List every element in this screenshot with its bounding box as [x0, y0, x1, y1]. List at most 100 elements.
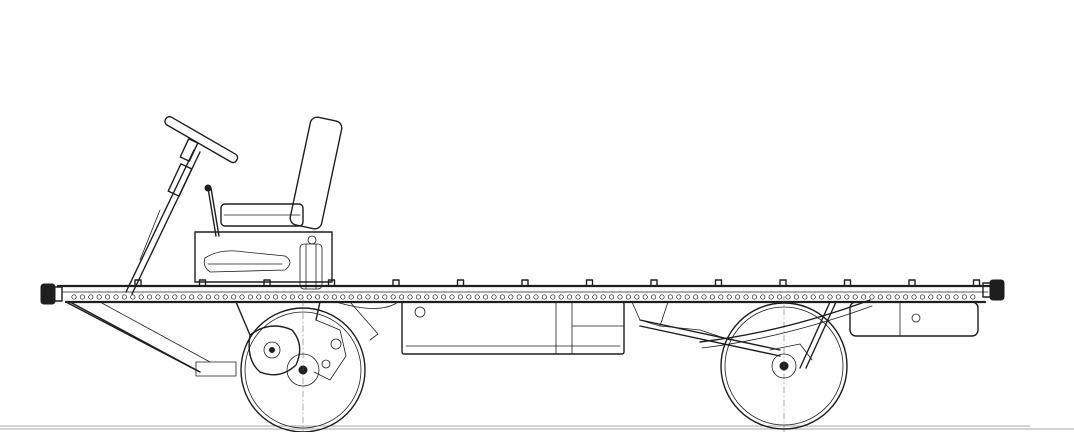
frame-hole [315, 294, 321, 300]
frame-hole [760, 294, 766, 300]
frame-hole [693, 294, 699, 300]
frame-hole [96, 294, 102, 300]
frame-hole [541, 294, 547, 300]
frame-hole [676, 294, 682, 300]
cross-member-bracket [779, 279, 787, 287]
frame-hole [113, 294, 119, 300]
frame-hole [264, 294, 270, 300]
frame-hole [399, 294, 405, 300]
frame-hole [525, 294, 531, 300]
cross-member-bracket [263, 279, 271, 287]
frame-hole [777, 294, 783, 300]
frame-hole [365, 294, 371, 300]
frame-hole [701, 294, 707, 300]
frame-hole [600, 294, 606, 300]
frame-hole [516, 294, 522, 300]
frame-hole [961, 294, 967, 300]
frame-hole [348, 294, 354, 300]
frame-hole [684, 294, 690, 300]
frame-hole [483, 294, 489, 300]
frame-hole [718, 294, 724, 300]
fuel-tank [401, 301, 625, 355]
frame-hole [936, 294, 942, 300]
frame-hole [743, 294, 749, 300]
frame-hole [491, 294, 497, 300]
front-brace [65, 301, 237, 377]
frame-hole [474, 294, 480, 300]
frame-hole [945, 294, 951, 300]
ground-line [0, 425, 1074, 430]
frame-hole [247, 294, 253, 300]
frame-hole [163, 294, 169, 300]
frame-hole [651, 294, 657, 300]
frame-cross-members [134, 279, 981, 287]
rear-tank [849, 301, 979, 337]
frame-hole [138, 294, 144, 300]
frame-hole [575, 294, 581, 300]
frame-hole [323, 294, 329, 300]
frame-hole [911, 294, 917, 300]
frame-hole [625, 294, 631, 300]
steering-wheel [164, 115, 239, 164]
frame-hole [415, 294, 421, 300]
frame-hole [785, 294, 791, 300]
cross-member-bracket [585, 279, 594, 287]
cross-member-bracket [650, 279, 658, 287]
frame-hole [735, 294, 741, 300]
frame-hole [861, 294, 867, 300]
frame-hole [634, 294, 640, 300]
rear-bumper [989, 279, 1005, 301]
frame-hole [155, 294, 161, 300]
frame-hole [205, 294, 211, 300]
front-gearbox [235, 301, 399, 381]
cross-member-bracket [521, 279, 529, 287]
frame-hole [71, 294, 77, 300]
frame-hole [617, 294, 623, 300]
frame-hole [768, 294, 774, 300]
steering-assembly [125, 115, 239, 295]
frame-hole [289, 294, 295, 300]
frame-hole [970, 294, 976, 300]
frame-hole [793, 294, 799, 300]
frame-hole [449, 294, 455, 300]
frame-hole [869, 294, 875, 300]
frame-hole [802, 294, 808, 300]
frame-hole [424, 294, 430, 300]
frame-hole [844, 294, 850, 300]
frame-hole [835, 294, 841, 300]
frame-hole [105, 294, 111, 300]
frame-hole [499, 294, 505, 300]
frame-hole [583, 294, 589, 300]
frame-hole [373, 294, 379, 300]
frame-hole [852, 294, 858, 300]
frame-hole [877, 294, 883, 300]
frame-hole [382, 294, 388, 300]
front-wheel [240, 299, 366, 432]
frame-hole [457, 294, 463, 300]
cross-member-bracket [392, 279, 400, 287]
driver-seat [220, 116, 343, 230]
frame-hole [130, 294, 136, 300]
frame-hole [172, 294, 178, 300]
frame-hole [659, 294, 665, 300]
frame-hole [189, 294, 195, 300]
frame-hole [903, 294, 909, 300]
frame-hole [298, 294, 304, 300]
frame-hole [340, 294, 346, 300]
frame-hole [231, 294, 237, 300]
front-bumper [40, 283, 56, 305]
frame-hole [88, 294, 94, 300]
frame-hole [919, 294, 925, 300]
frame-hole [281, 294, 287, 300]
frame-hole [642, 294, 648, 300]
cross-member-bracket [714, 279, 723, 287]
frame-hole [239, 294, 245, 300]
frame-hole [79, 294, 85, 300]
frame-hole [466, 294, 472, 300]
frame-hole [508, 294, 514, 300]
frame-hole [667, 294, 673, 300]
frame-hole [592, 294, 598, 300]
frame-hole [222, 294, 228, 300]
frame-hole [827, 294, 833, 300]
frame-hole [550, 294, 556, 300]
